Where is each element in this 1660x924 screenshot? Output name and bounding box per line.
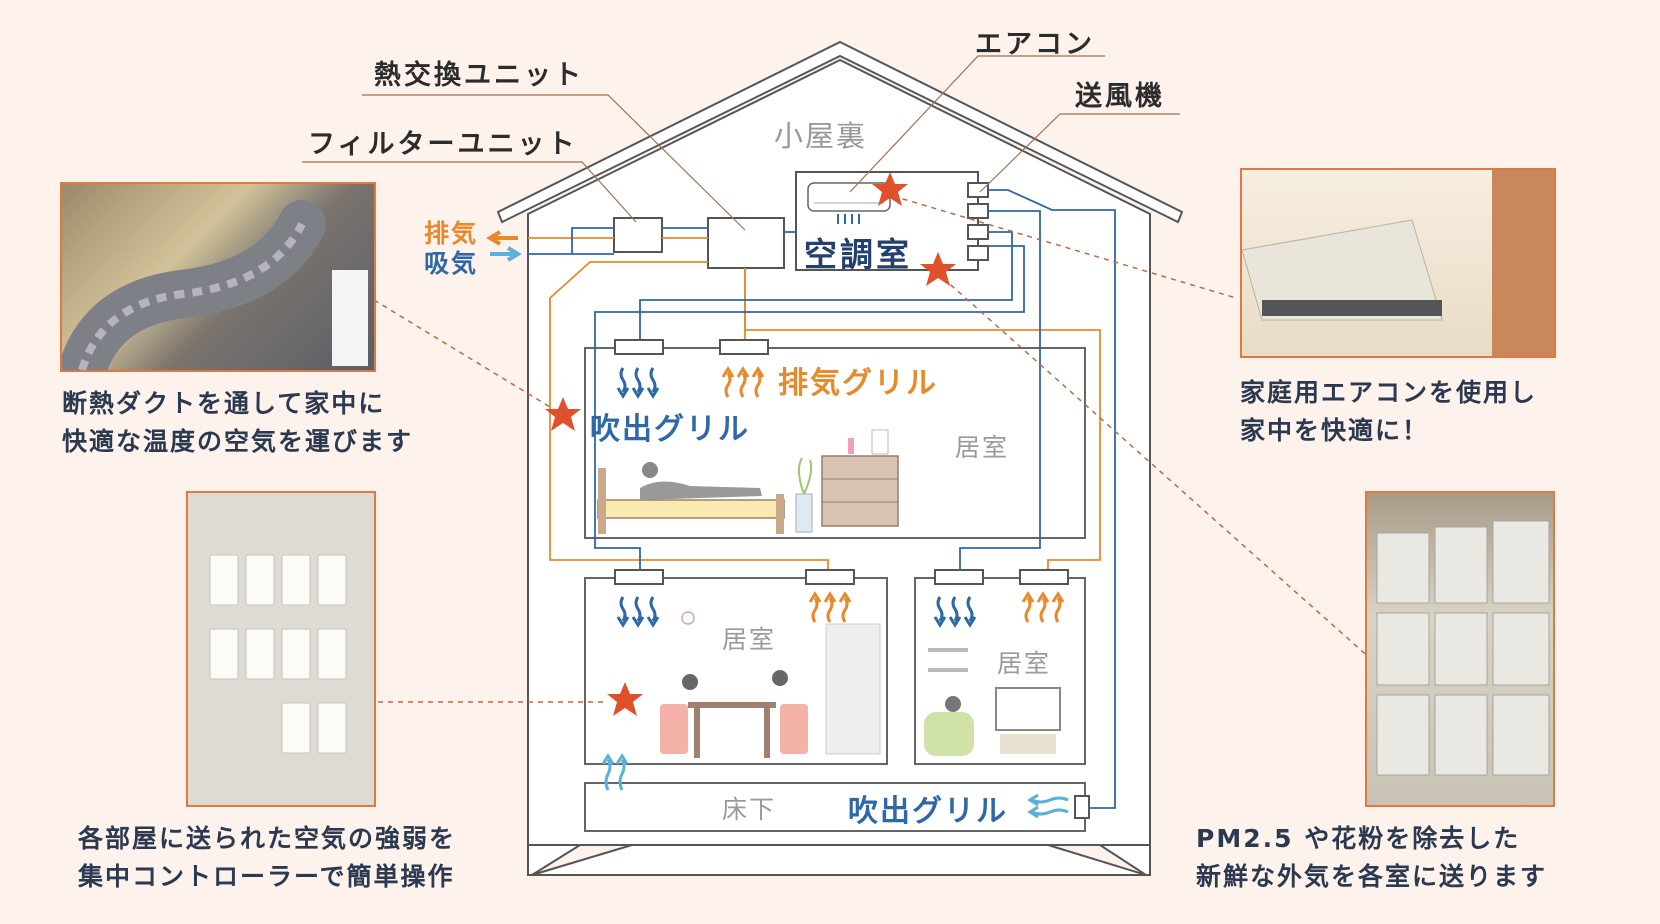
room-lower-right-label: 居室	[997, 649, 1052, 678]
exhaust-arrow-icon	[486, 230, 518, 246]
duct-photo-illustration	[62, 200, 368, 370]
plant-illustration	[795, 457, 813, 533]
filter-caption: PM2.5 や花粉を除去した 新鮮な外気を各室に送ります	[1196, 820, 1547, 896]
aircon-caption-line2: 家中を快適に！	[1240, 416, 1430, 445]
aircon-photo-illustration	[1242, 170, 1554, 356]
aircon-label: エアコン	[975, 29, 1095, 60]
underfloor-supply-arrows	[1027, 793, 1069, 819]
controller-caption-line2: 集中コントローラーで簡単操作	[78, 862, 455, 891]
filter-caption-line2: 新鮮な外気を各室に送ります	[1196, 862, 1548, 891]
controller-caption: 各部屋に送られた空気の強弱を 集中コントローラーで簡単操作	[78, 820, 456, 896]
intake-label: 吸気	[424, 249, 479, 278]
supply-ducts	[528, 189, 1116, 809]
exhaust-label: 排気	[424, 219, 479, 248]
exhaust-ducts	[528, 237, 1101, 578]
duct-caption: 断熱ダクトを通して家中に 快適な温度の空気を運びます	[62, 385, 413, 461]
attic-label: 小屋裏	[774, 119, 868, 153]
filter-unit-label: フィルターユニット	[308, 129, 578, 160]
dresser-illustration	[821, 429, 899, 527]
exhaust-grill-label: 排気グリル	[778, 366, 938, 401]
supply-grill-floor-label: 吹出グリル	[848, 794, 1008, 829]
duct-caption-line2: 快適な温度の空気を運びます	[62, 427, 414, 456]
filter-unit-box	[613, 217, 663, 253]
duct-caption-line1: 断熱ダクトを通して家中に	[62, 389, 386, 418]
aircon-caption: 家庭用エアコンを使用し 家中を快適に！	[1240, 374, 1537, 450]
filter-caption-line1: PM2.5 や花粉を除去した	[1196, 824, 1521, 853]
ac-supply-arrows	[837, 214, 860, 224]
underfloor-area	[584, 782, 1086, 832]
underfloor-rise-arrows	[601, 753, 629, 791]
photo-connector-lines	[373, 195, 1373, 703]
intake-arrow-icon	[490, 246, 522, 262]
insulated-duct-photo	[60, 182, 376, 372]
underfloor-label: 床下	[722, 795, 777, 824]
clock-icon	[681, 611, 695, 625]
supply-grill-upper-label: 吹出グリル	[590, 412, 750, 447]
heat-exchanger-box	[707, 217, 785, 269]
heat-exchanger-label: 熱交換ユニット	[374, 60, 584, 91]
room-lower-left-label: 居室	[722, 625, 777, 654]
star-markers	[545, 172, 956, 716]
aircon-caption-line1: 家庭用エアコンを使用し	[1240, 378, 1538, 407]
room-upper-label: 居室	[955, 433, 1010, 462]
controller-panel-photo	[186, 491, 376, 807]
bed-with-person-illustration	[597, 462, 785, 534]
callout-leader-lines	[302, 55, 1180, 231]
home-aircon-photo	[1240, 168, 1556, 358]
living-scene-illustration	[924, 648, 1061, 756]
grill-vents	[614, 339, 1090, 819]
filter-unit-photo	[1365, 491, 1555, 807]
dining-scene-illustration	[660, 623, 881, 758]
controller-caption-line1: 各部屋に送られた空気の強弱を	[78, 824, 457, 853]
blower-label: 送風機	[1075, 81, 1165, 112]
ac-room-label: 空調室	[804, 235, 912, 274]
controller-switches-illustration	[209, 554, 347, 754]
filter-grid-illustration	[1376, 520, 1550, 776]
